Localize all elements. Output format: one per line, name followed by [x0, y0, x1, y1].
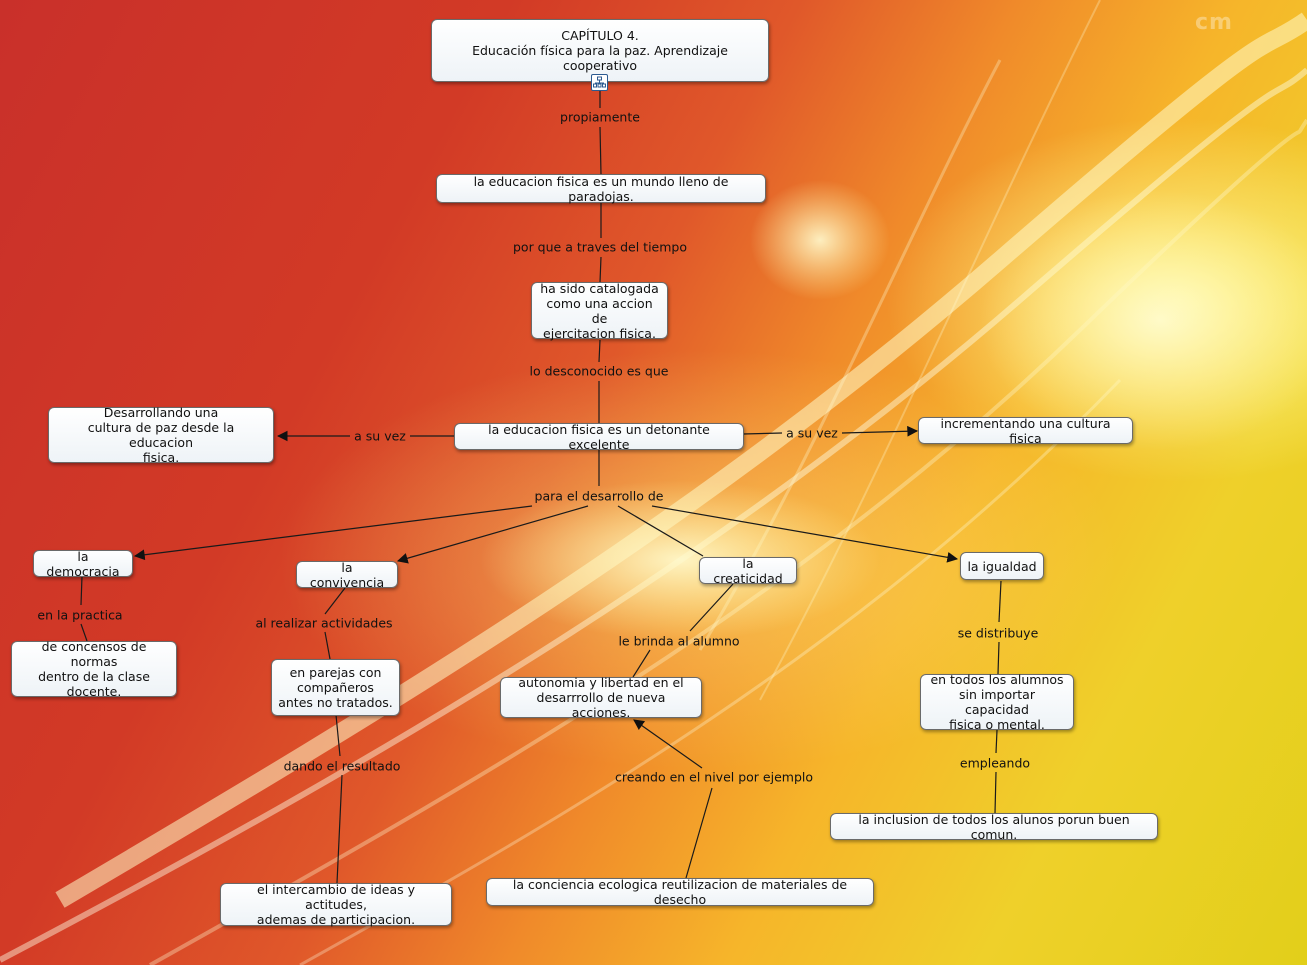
link-en-la-practica[interactable]: en la practica — [37, 607, 123, 623]
node-creaticidad[interactable]: la creaticidad — [699, 556, 797, 586]
link-se-distribuye[interactable]: se distribuye — [957, 625, 1039, 641]
node-convivencia[interactable]: la convivencia — [296, 560, 398, 590]
node-catalogada[interactable]: ha sido catalogada como una accion de ej… — [531, 281, 668, 341]
node-todos-alumnos[interactable]: en todos los alumnos sin importar capaci… — [920, 672, 1074, 732]
edge-democracia-practica — [80, 575, 83, 606]
edge-creando-autonomia — [633, 719, 703, 769]
node-detonante[interactable]: la educacion fisica es un detonante exce… — [454, 422, 744, 452]
edge-empleando-inclusion — [994, 771, 997, 814]
node-cultura-paz[interactable]: Desarrollando una cultura de paz desde l… — [48, 405, 274, 465]
link-al-realizar[interactable]: al realizar actividades — [255, 615, 393, 631]
edge-practica-concensos — [80, 623, 88, 642]
node-parejas[interactable]: en parejas con compañeros antes no trata… — [271, 659, 400, 716]
edge-propiamente-paradojas — [599, 126, 602, 175]
link-lo-desconocido[interactable]: lo desconocido es que — [529, 363, 669, 379]
edge-porque-catalogada — [599, 256, 602, 283]
edge-desarrollo-igualdad — [651, 505, 959, 563]
edge-catalogada-desconocido — [598, 339, 601, 363]
edge-creaticidad-brinda — [689, 583, 734, 632]
link-le-brinda[interactable]: le brinda al alumno — [618, 633, 740, 649]
link-a-su-vez-left[interactable]: a su vez — [354, 428, 406, 444]
node-igualdad[interactable]: la igualdad — [960, 552, 1044, 580]
logo-watermark: cm — [1195, 10, 1233, 35]
node-cultura-fisica[interactable]: incrementando una cultura fisica — [918, 416, 1133, 446]
edge-resultado-intercambio — [336, 774, 343, 884]
edge-desarrollo-convivencia — [396, 505, 589, 564]
link-para-desarrollo[interactable]: para el desarrollo de — [534, 488, 664, 504]
link-creando[interactable]: creando en el nivel por ejemplo — [615, 769, 813, 785]
node-democracia[interactable]: la democracia — [33, 549, 133, 579]
node-capitulo[interactable]: CAPÍTULO 4. Educación física para la paz… — [431, 19, 769, 82]
submap-icon[interactable] — [591, 74, 608, 91]
edge-igualdad-distribuye — [998, 580, 1002, 623]
edge-distribuye-todos — [997, 641, 1000, 675]
node-concensos[interactable]: de concensos de normas dentro de la clas… — [11, 639, 177, 699]
edge-asuvez-culturafisica — [841, 425, 919, 437]
link-a-su-vez-right[interactable]: a su vez — [786, 425, 838, 441]
node-intercambio[interactable]: el intercambio de ideas y actitudes, ade… — [220, 882, 452, 927]
edge-desarrollo-democracia — [133, 505, 533, 561]
node-autonomia[interactable]: autonomia y libertad en el desarrrollo d… — [500, 675, 702, 720]
edge-todos-empleando — [995, 729, 998, 754]
edge-brinda-autonomia — [632, 649, 651, 678]
edge-conciencia-creando — [685, 787, 713, 879]
link-por-que[interactable]: por que a traves del tiempo — [512, 239, 688, 255]
node-inclusion[interactable]: la inclusion de todos los alunos porun b… — [830, 812, 1158, 842]
edge-desarrollo-creaticidad — [617, 505, 704, 557]
node-paradojas[interactable]: la educacion fisica es un mundo lleno de… — [436, 174, 766, 204]
link-dando-resultado[interactable]: dando el resultado — [283, 758, 401, 774]
edge-parejas-resultado — [335, 714, 341, 757]
link-empleando[interactable]: empleando — [959, 755, 1031, 771]
node-conciencia[interactable]: la conciencia ecologica reutilizacion de… — [486, 877, 874, 907]
edge-convivencia-realizar — [324, 587, 346, 615]
edge-realizar-parejas — [324, 631, 331, 660]
edge-detonante-asuvez-right — [742, 432, 783, 435]
link-propiamente[interactable]: propiamente — [560, 109, 640, 125]
